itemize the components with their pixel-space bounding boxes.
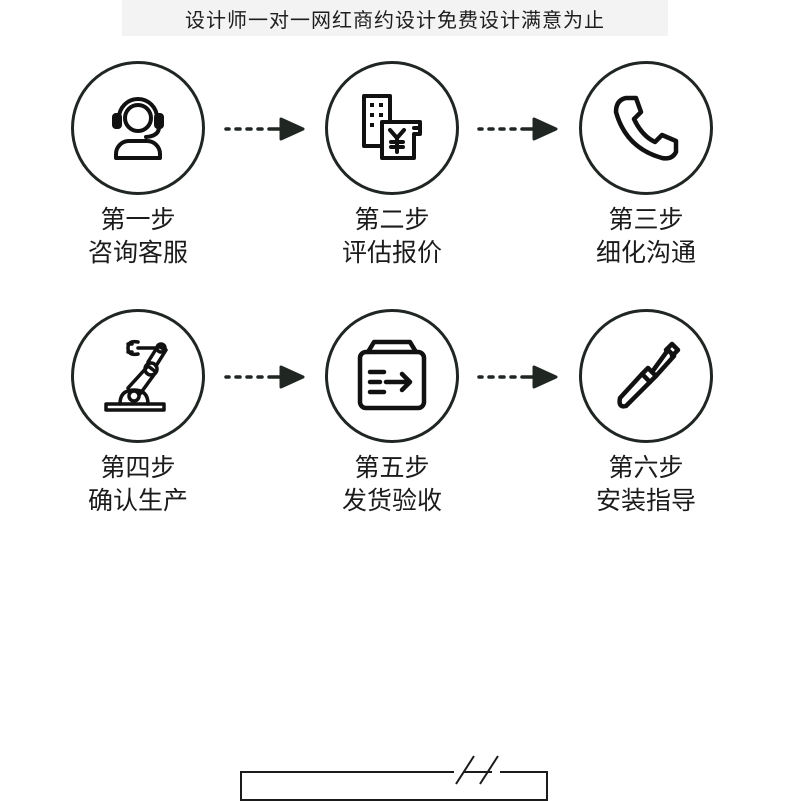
slogan-banner: 设计师一对一网红商约设计免费设计满意为止: [122, 0, 668, 36]
step-5-number: 第五步: [354, 453, 430, 482]
customer-service-headset-icon: [112, 97, 164, 160]
step-1-circle: [71, 61, 205, 195]
step-1-title: 咨询客服: [87, 238, 188, 267]
screwdriver-icon: [617, 341, 681, 409]
step-4: 第四步 确认生产: [48, 309, 228, 517]
slogan-text: 设计师一对一网红商约设计免费设计满意为止: [185, 7, 605, 32]
step-1: 第一步 咨询客服: [48, 61, 228, 269]
step-3-number: 第三步: [608, 205, 684, 234]
step-2-title: 评估报价: [341, 238, 442, 267]
step-3: 第三步 细化沟通: [556, 61, 736, 269]
step-5-circle: [325, 309, 459, 443]
step-2-circle: [325, 61, 459, 195]
decorative-slash-icon: [454, 755, 500, 786]
step-6-number: 第六步: [608, 453, 684, 482]
step-4-title: 确认生产: [87, 486, 188, 515]
step-6-circle: [579, 309, 713, 443]
step-4-circle: [71, 309, 205, 443]
step-5: 第五步 发货验收: [302, 309, 482, 517]
step-2-number: 第二步: [354, 205, 430, 234]
step-5-to-6-arrow-icon: [477, 365, 558, 389]
step-6-title: 安装指导: [595, 486, 696, 515]
robot-arm-icon: [104, 339, 168, 412]
step-6: 第六步 安装指导: [556, 309, 736, 517]
step-3-circle: [579, 61, 713, 195]
step-5-title: 发货验收: [341, 486, 442, 515]
step-1-to-2-arrow-icon: [224, 117, 305, 141]
step-4-to-5-arrow-icon: [224, 365, 305, 389]
phone-icon: [613, 95, 679, 161]
step-2-to-3-arrow-icon: [477, 117, 558, 141]
step-2: 第二步 评估报价: [302, 61, 482, 269]
delivery-box-icon: [357, 339, 427, 411]
step-3-title: 细化沟通: [595, 238, 696, 267]
step-1-number: 第一步: [100, 205, 176, 234]
building-price-icon: [362, 94, 422, 160]
step-4-number: 第四步: [100, 453, 176, 482]
